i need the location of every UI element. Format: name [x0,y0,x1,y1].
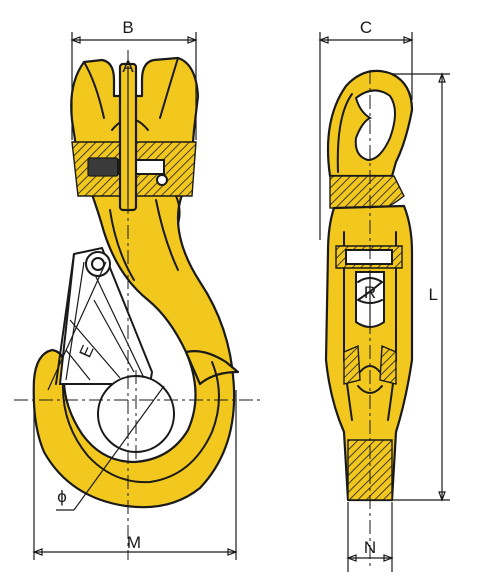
locking-pin [87,157,119,177]
dim-label-b: B [122,18,133,37]
shank-rib-2 [155,199,179,271]
dim-label-a: A [122,57,134,76]
dim-label-phi: ϕ [57,487,67,506]
clevis-left-ear [83,61,105,119]
shank-rib-1 [109,209,135,281]
dim-label-m: M [127,533,141,552]
dim-label-l: L [429,285,438,304]
front-view: B A E ϕ M [14,18,262,560]
side-view: R C L N [318,18,450,572]
clevis-right-ear [159,57,179,119]
dim-label-c: C [360,18,372,37]
dim-label-n: N [364,538,376,557]
dim-label-r: R [364,283,376,302]
latch-pivot-inner [91,257,105,271]
latch-outer [55,253,75,385]
hook-inner-line [62,361,220,484]
side-neck-section [329,175,405,211]
hook-tip [184,350,240,386]
shank-rib-3 [175,195,181,225]
pin-head [156,174,168,186]
side-eye-opening [354,89,396,162]
